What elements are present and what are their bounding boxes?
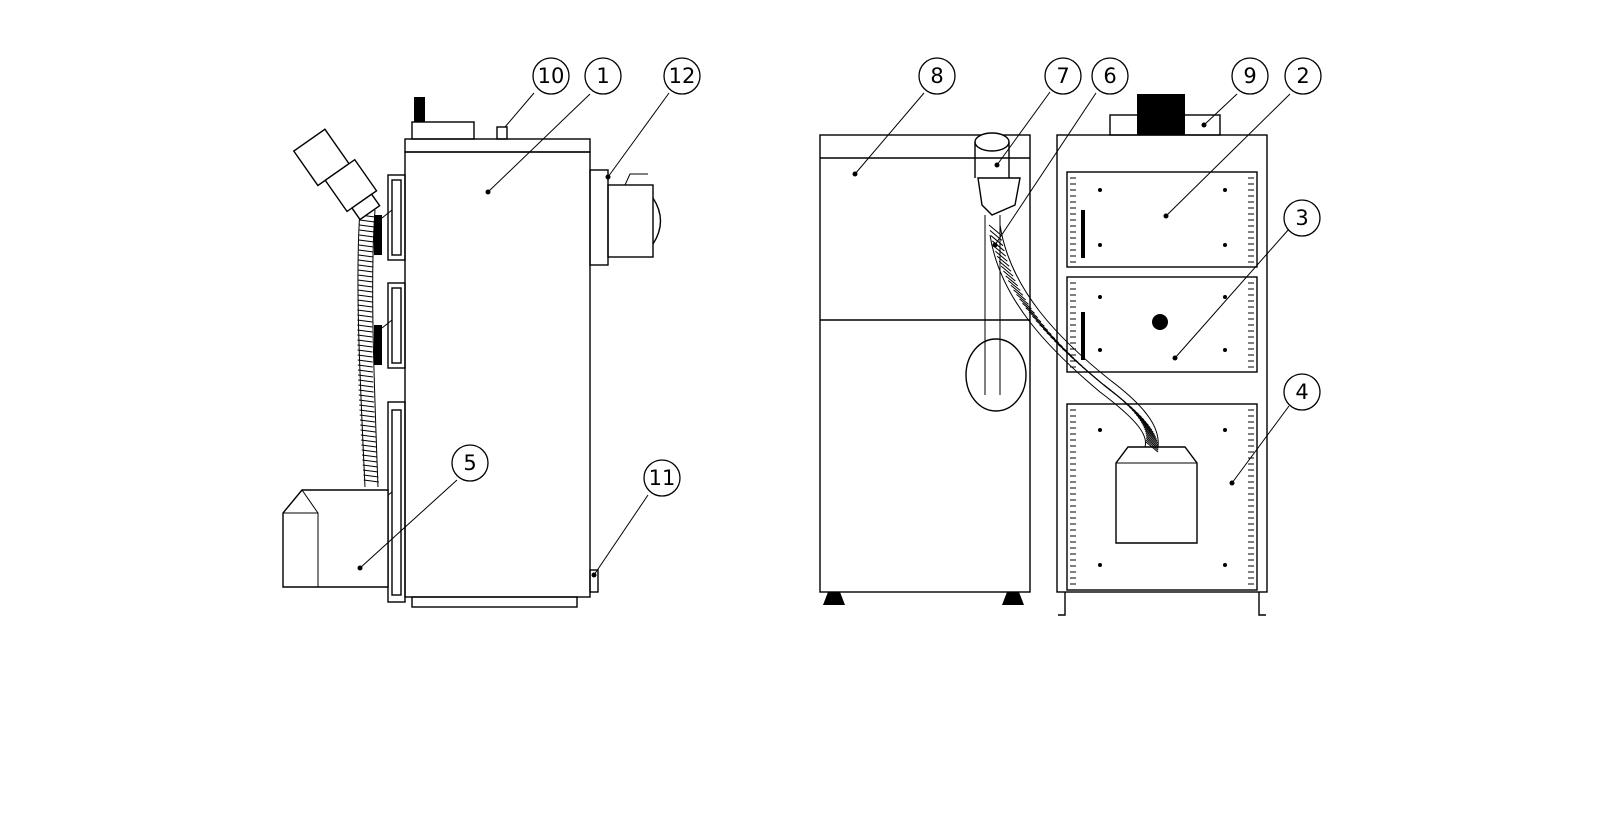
door-lower-profile <box>387 401 406 603</box>
flue-outlet-side <box>411 121 475 140</box>
handle-middle <box>374 325 382 365</box>
flue-damper <box>652 197 662 245</box>
sensor-knob <box>414 97 425 122</box>
leader-lines <box>357 91 1291 578</box>
pellet-burner-side <box>282 489 389 588</box>
feeder-tube-top <box>974 132 1010 152</box>
boiler-body-back <box>819 134 1031 593</box>
callout-9-label: 9 <box>1243 64 1256 88</box>
connector-10 <box>496 126 508 140</box>
foot-left <box>823 592 845 605</box>
boiler-base-side <box>411 596 578 608</box>
legs-front <box>1058 592 1266 616</box>
front-view <box>988 94 1268 616</box>
flue-cable <box>624 173 648 186</box>
callout-10: 10 <box>532 57 570 95</box>
handle-bar-upper <box>1081 210 1085 258</box>
callout-10-label: 10 <box>538 64 565 88</box>
hopper-bag <box>965 338 1027 412</box>
callout-1: 1 <box>584 57 622 95</box>
callout-1-label: 1 <box>596 64 609 88</box>
lower-door-4 <box>1066 403 1258 591</box>
callout-7: 7 <box>1044 57 1082 95</box>
flue-pipe <box>607 184 654 258</box>
door-upper-profile <box>387 174 406 261</box>
callout-5: 5 <box>451 444 489 482</box>
back-view <box>819 132 1031 605</box>
callout-12: 12 <box>663 57 701 95</box>
callout-8: 8 <box>918 57 956 95</box>
callout-6: 6 <box>1091 57 1129 95</box>
callout-2-label: 2 <box>1296 64 1309 88</box>
callout-8-label: 8 <box>930 64 943 88</box>
foot-right <box>1002 592 1024 605</box>
upper-door-2 <box>1066 171 1258 268</box>
pellet-burner-front <box>1115 446 1198 544</box>
feeder-head-side <box>292 128 381 221</box>
boiler-body-side <box>404 151 591 598</box>
drain-valve <box>589 569 599 593</box>
callout-7-label: 7 <box>1056 64 1069 88</box>
door-middle-profile <box>387 282 406 369</box>
callout-6-label: 6 <box>1103 64 1116 88</box>
middle-door-3 <box>1066 276 1258 373</box>
callout-4: 4 <box>1283 373 1321 411</box>
boiler-lid-side <box>404 138 591 153</box>
callout-11: 11 <box>643 459 681 497</box>
handle-bar-middle <box>1081 312 1085 360</box>
feeder-motor-7 <box>977 177 1021 216</box>
feed-hose-side <box>357 209 366 488</box>
controller-box <box>1137 94 1185 135</box>
callout-11-label: 11 <box>649 466 676 490</box>
callout-12-label: 12 <box>669 64 696 88</box>
callout-3-label: 3 <box>1295 206 1308 230</box>
callout-9: 9 <box>1231 57 1269 95</box>
callout-2: 2 <box>1284 57 1322 95</box>
side-view <box>282 97 662 608</box>
callout-4-label: 4 <box>1295 380 1308 404</box>
feed-hose-front <box>999 224 1159 448</box>
callout-5-label: 5 <box>463 451 476 475</box>
handle-upper <box>374 215 382 255</box>
callout-3: 3 <box>1283 199 1321 237</box>
peephole <box>1152 314 1168 330</box>
flue-flange <box>589 169 609 266</box>
